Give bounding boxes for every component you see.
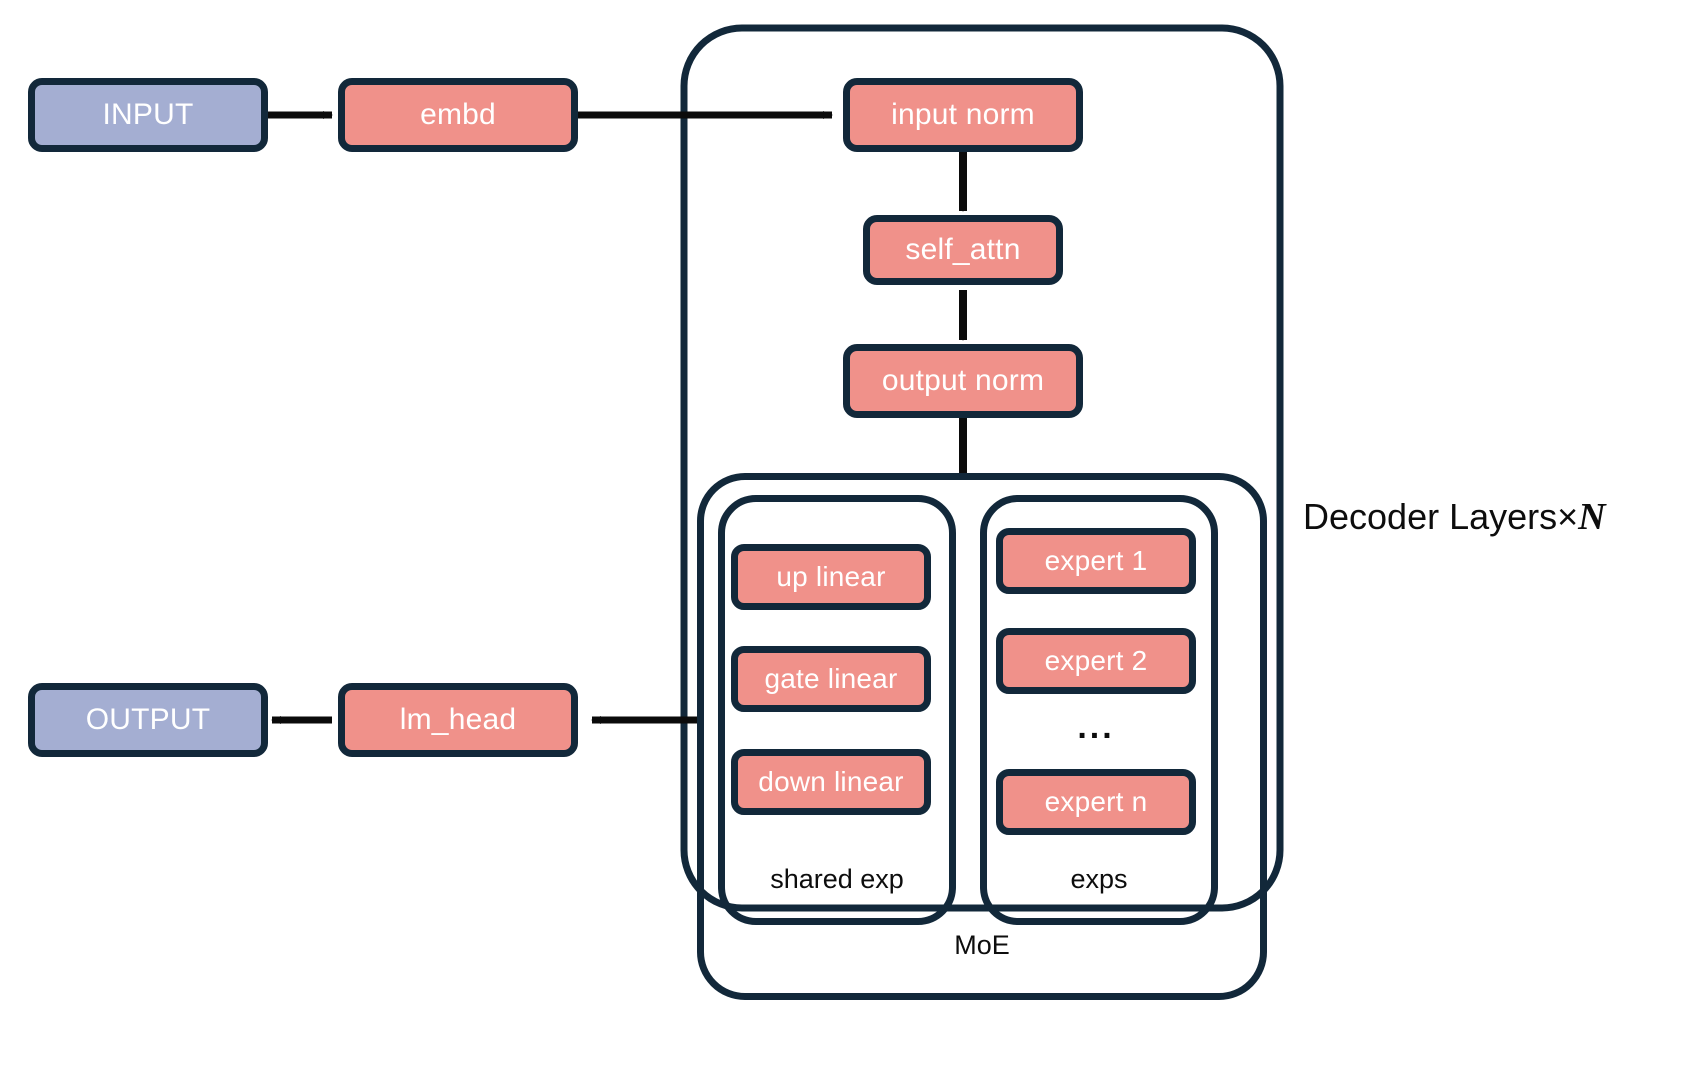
node-gate-linear[interactable]: gate linear	[731, 646, 931, 712]
node-output-norm[interactable]: output norm	[843, 344, 1083, 418]
node-up-linear[interactable]: up linear	[731, 544, 931, 610]
node-input[interactable]: INPUT	[28, 78, 268, 152]
shared-exp-group	[718, 495, 956, 925]
experts-ellipsis: ...	[1077, 708, 1115, 746]
moe-label: MoE	[954, 930, 1010, 960]
node-down-linear[interactable]: down linear	[731, 749, 931, 815]
shared-exp-label: shared exp	[770, 864, 904, 894]
node-embd[interactable]: embd	[338, 78, 578, 152]
decoder-layers-container	[680, 24, 1284, 912]
node-input-norm[interactable]: input norm	[843, 78, 1083, 152]
node-expert-1[interactable]: expert 1	[996, 528, 1196, 594]
node-self-attn[interactable]: self_attn	[863, 215, 1063, 285]
node-lm-head[interactable]: lm_head	[338, 683, 578, 757]
moe-container	[697, 473, 1267, 1000]
decoder-layers-count-variable: N	[1578, 496, 1606, 538]
decoder-layers-caption-text: Decoder Layers×	[1303, 496, 1579, 537]
exps-label: exps	[1070, 864, 1128, 894]
decoder-layers-caption: Decoder Layers×N	[1303, 495, 1606, 539]
exps-group	[980, 495, 1218, 925]
node-output[interactable]: OUTPUT	[28, 683, 268, 757]
node-expert-n[interactable]: expert n	[996, 769, 1196, 835]
node-expert-2[interactable]: expert 2	[996, 628, 1196, 694]
